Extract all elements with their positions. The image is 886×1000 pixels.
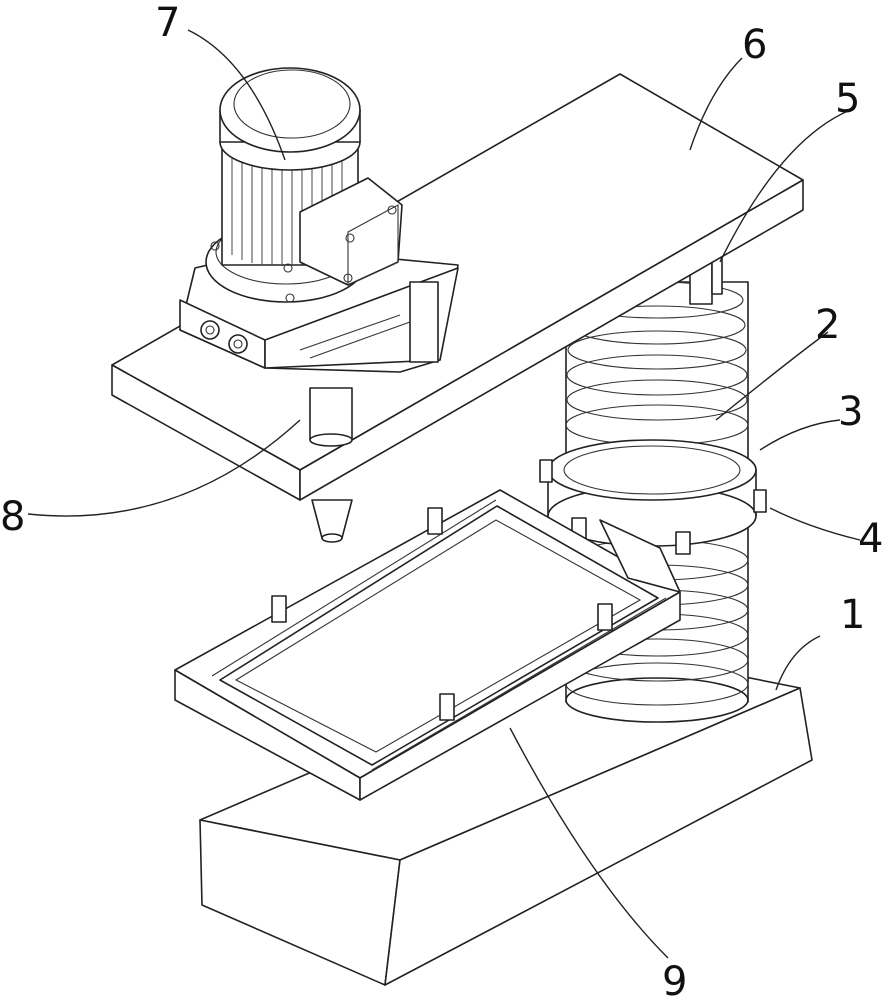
leader-4 bbox=[770, 508, 860, 540]
label-1: 1 bbox=[840, 592, 865, 638]
label-3: 3 bbox=[838, 389, 863, 435]
label-6: 6 bbox=[742, 22, 767, 68]
leader-3 bbox=[760, 420, 840, 450]
leader-1 bbox=[776, 636, 820, 690]
label-5: 5 bbox=[835, 76, 860, 122]
label-8: 8 bbox=[0, 494, 25, 540]
label-4: 4 bbox=[858, 516, 883, 562]
label-2: 2 bbox=[815, 302, 840, 348]
label-9: 9 bbox=[662, 959, 687, 1000]
label-7: 7 bbox=[155, 0, 180, 46]
